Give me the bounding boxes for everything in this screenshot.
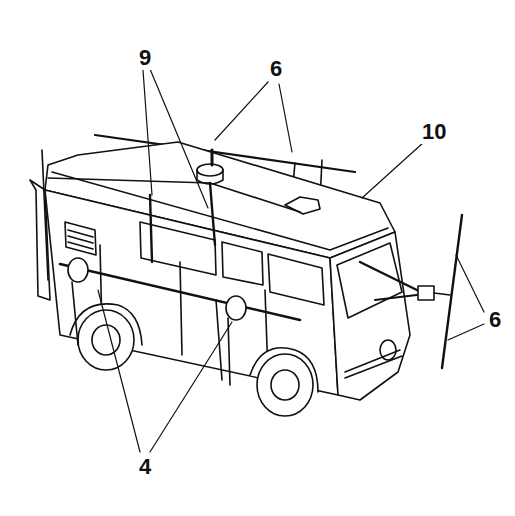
callout-number: 10 [420, 120, 448, 144]
callout-number: 4 [137, 455, 153, 479]
callout-number: 9 [137, 46, 153, 70]
callout-number: 6 [487, 308, 503, 332]
callout-number: 6 [268, 57, 284, 81]
